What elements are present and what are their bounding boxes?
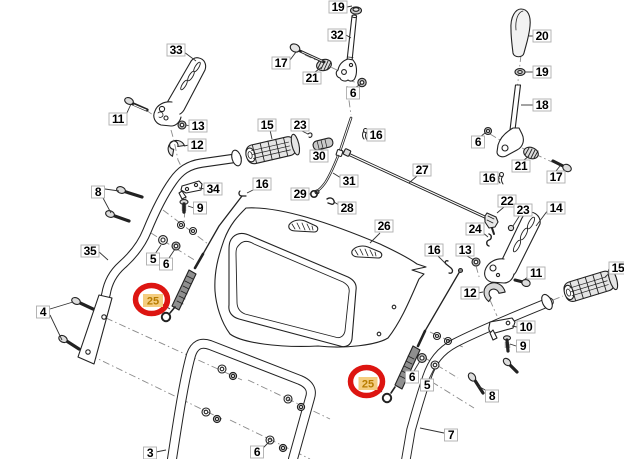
svg-text:11: 11 [530, 266, 543, 280]
svg-text:17: 17 [550, 170, 563, 184]
svg-text:6: 6 [409, 370, 416, 384]
svg-text:15: 15 [261, 118, 274, 132]
svg-text:16: 16 [428, 243, 441, 257]
svg-text:16: 16 [483, 171, 496, 185]
svg-text:10: 10 [520, 320, 533, 334]
svg-text:9: 9 [197, 201, 204, 215]
svg-text:7: 7 [448, 428, 455, 442]
svg-text:18: 18 [536, 98, 549, 112]
svg-text:14: 14 [550, 201, 563, 215]
svg-text:16: 16 [370, 128, 383, 142]
svg-text:23: 23 [517, 203, 530, 217]
svg-text:21: 21 [306, 71, 319, 85]
svg-text:4: 4 [40, 305, 47, 319]
svg-text:25: 25 [362, 379, 374, 391]
svg-text:16: 16 [256, 177, 269, 191]
svg-text:5: 5 [150, 252, 157, 266]
svg-text:23: 23 [294, 118, 307, 132]
svg-text:12: 12 [191, 138, 204, 152]
svg-text:6: 6 [163, 257, 170, 271]
svg-text:17: 17 [275, 56, 288, 70]
svg-text:6: 6 [475, 135, 482, 149]
svg-text:30: 30 [313, 149, 326, 163]
svg-text:27: 27 [416, 163, 429, 177]
svg-text:11: 11 [112, 112, 125, 126]
svg-text:13: 13 [192, 119, 205, 133]
svg-text:29: 29 [294, 187, 307, 201]
svg-text:28: 28 [341, 201, 354, 215]
svg-text:33: 33 [170, 43, 183, 57]
svg-text:35: 35 [84, 244, 97, 258]
svg-text:3: 3 [147, 446, 154, 459]
svg-text:25: 25 [147, 296, 159, 308]
svg-text:24: 24 [469, 222, 482, 236]
svg-text:22: 22 [501, 194, 514, 208]
svg-text:21: 21 [515, 159, 528, 173]
svg-text:13: 13 [459, 243, 472, 257]
svg-text:6: 6 [254, 445, 261, 459]
svg-text:15: 15 [612, 261, 624, 275]
svg-text:26: 26 [378, 219, 391, 233]
svg-text:8: 8 [95, 185, 102, 199]
svg-text:31: 31 [343, 174, 356, 188]
svg-text:12: 12 [464, 286, 477, 300]
svg-text:20: 20 [536, 29, 549, 43]
svg-text:9: 9 [520, 339, 527, 353]
svg-text:5: 5 [424, 378, 431, 392]
svg-text:32: 32 [331, 28, 344, 42]
svg-text:34: 34 [207, 182, 220, 196]
svg-text:8: 8 [489, 389, 496, 403]
svg-text:19: 19 [536, 65, 549, 79]
svg-text:19: 19 [332, 0, 345, 14]
svg-text:6: 6 [350, 86, 357, 100]
